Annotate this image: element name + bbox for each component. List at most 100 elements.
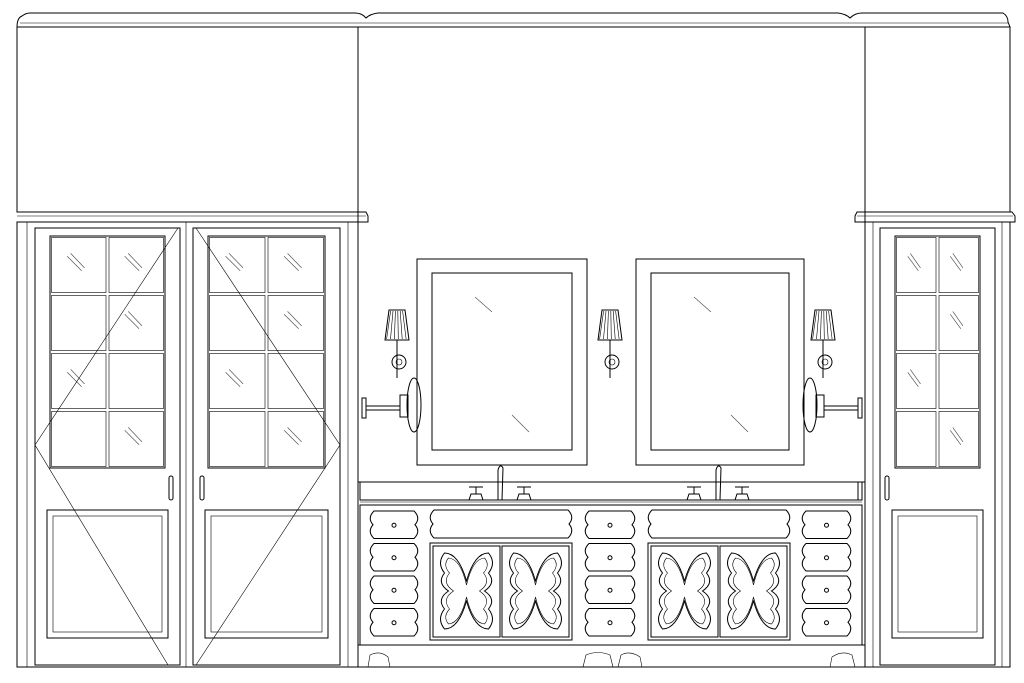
glass-pane (209, 411, 266, 467)
butterfly-fretwork-inner (663, 557, 706, 625)
glass-panel (207, 235, 326, 469)
glass-pane (938, 353, 979, 409)
wide-drawer (647, 509, 791, 539)
door-pair-frame (647, 542, 791, 641)
shade-pleat (812, 310, 817, 340)
upper-wall-boxes (16, 26, 1011, 483)
glass-doors (34, 227, 996, 666)
glass-pane (209, 295, 266, 351)
faucet-set (468, 465, 532, 501)
shade-pleat (820, 310, 822, 340)
faucet-handle-base (734, 493, 750, 501)
glass-pane (896, 295, 937, 351)
sconces (384, 309, 836, 378)
drawer-front (369, 543, 419, 572)
drawer-front (801, 543, 852, 572)
glass-reflection (124, 314, 140, 330)
swivel-joint (399, 394, 409, 418)
shade-pleat (816, 310, 820, 340)
butterfly-fretwork-inner (514, 557, 557, 625)
mirror (635, 258, 805, 466)
glass-pane (896, 353, 937, 409)
faucet-handle (687, 486, 701, 494)
drawer-front (584, 510, 636, 539)
left-cabinet (16, 221, 359, 668)
glass-reflection (283, 314, 299, 330)
glass-reflection (287, 427, 302, 443)
drawer-stack (584, 510, 636, 637)
glass-reflection (907, 256, 919, 272)
shade-pleat (612, 310, 616, 340)
glass-reflection (225, 372, 241, 388)
glass-reflection (907, 372, 919, 388)
drawer-front (369, 575, 419, 604)
drawer-knob (391, 555, 397, 561)
glass-reflection (70, 369, 85, 385)
shade-pleat (390, 310, 394, 340)
butterfly-fretwork (727, 552, 780, 630)
sconce-backplate (817, 354, 833, 370)
cabinet-door (650, 545, 719, 638)
drawer-knob (824, 555, 829, 561)
glass-reflection (952, 311, 964, 327)
lamp-shade (810, 309, 836, 341)
cabinet-door (432, 545, 501, 638)
glass-reflection (287, 311, 302, 327)
lower-panel-inset (52, 515, 163, 633)
glass-pane (108, 237, 164, 293)
butterfly-fretwork (440, 552, 493, 630)
butterfly-fretwork (509, 552, 562, 630)
glass-pane (51, 295, 107, 351)
glass-pane (209, 237, 266, 293)
cabinet-section (647, 509, 791, 641)
glass-reflection (228, 369, 244, 385)
glass-reflection (124, 256, 140, 272)
door-swing-lines (34, 227, 341, 666)
round-mirror (802, 377, 818, 433)
swivel-joint (815, 394, 825, 418)
glass-reflection (287, 253, 302, 269)
swing-mirror (361, 377, 422, 433)
glass-door (34, 227, 181, 666)
shade-pleat (394, 310, 396, 340)
glass-reflection (124, 430, 140, 446)
shade-pleat (399, 310, 403, 340)
drawer-front (584, 575, 636, 604)
glass-pane (51, 237, 107, 293)
glass-pane (51, 353, 107, 409)
glass-reflection (910, 253, 921, 269)
mirror-reflection (693, 296, 712, 313)
drawer-knob (824, 522, 829, 528)
door-handle (199, 475, 205, 501)
lamp-shade (384, 309, 410, 341)
glass-reflection (952, 253, 964, 269)
glass-reflection (225, 256, 241, 272)
wall-mount (857, 397, 863, 419)
faucet-handle (735, 486, 749, 494)
glass-reflection (949, 256, 962, 272)
shade-pleat (615, 310, 620, 340)
lamp-shade (597, 309, 623, 341)
mirror-reflection (730, 414, 749, 433)
drawer-knob (391, 620, 397, 626)
shade-pleat (825, 310, 829, 340)
sconce-backplate-inner (608, 358, 616, 366)
glass-reflection (283, 430, 299, 446)
glass-pane (108, 353, 164, 409)
faucet-handle-base (686, 493, 702, 501)
mirror-frame (416, 258, 588, 466)
drawer-stack (369, 510, 419, 637)
drawer-front (801, 575, 852, 604)
glass-panel (894, 235, 981, 469)
glass-pane (108, 411, 164, 467)
sconce-backplate-inner (821, 358, 829, 366)
sconce-backplate (604, 354, 620, 370)
drawer-knob (607, 555, 613, 561)
shade-pleat (397, 310, 399, 340)
faucet-handle (517, 486, 531, 494)
door-frame (34, 227, 181, 666)
mirrors (416, 258, 805, 466)
right-cabinet (864, 221, 1011, 668)
glass-reflection (70, 253, 85, 269)
